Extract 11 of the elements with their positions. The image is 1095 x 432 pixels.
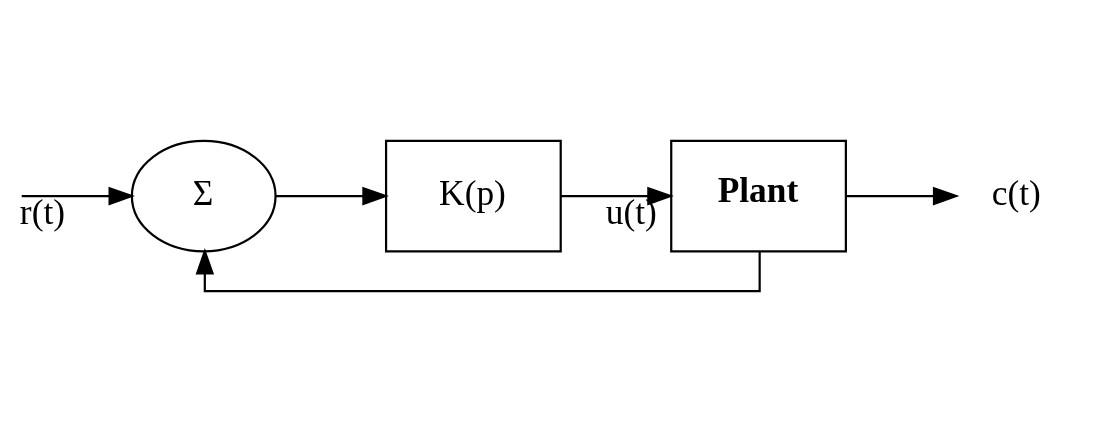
arrow xyxy=(275,186,389,206)
node-ellipse: Σ xyxy=(130,139,277,253)
node-text: c(t) xyxy=(991,172,1041,213)
edge-label: u(t) xyxy=(605,192,657,233)
edge-label: r(t) xyxy=(19,192,66,233)
node-box: Plant xyxy=(670,139,847,253)
arrow xyxy=(195,248,761,293)
arrow xyxy=(21,186,136,206)
arrow xyxy=(561,186,674,206)
arrow xyxy=(846,186,960,206)
node-box: K(p) xyxy=(384,139,562,253)
